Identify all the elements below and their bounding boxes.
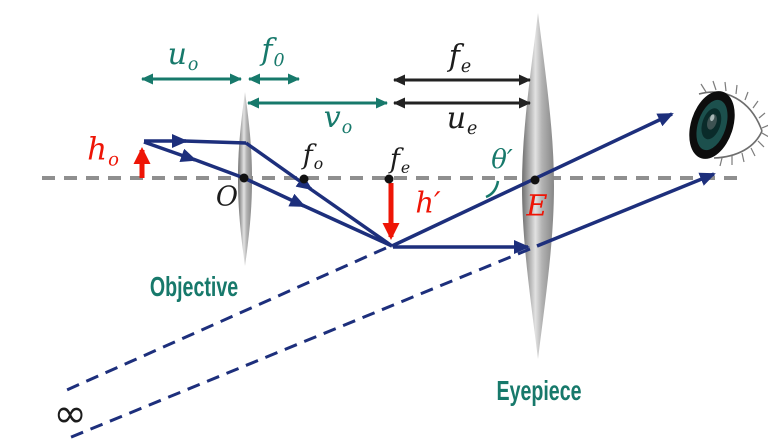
ray-center-to-O (192, 157, 245, 180)
ray-refracted-to-image (307, 186, 394, 248)
f-e-top-label: fe (448, 38, 472, 77)
h-o-label: ho (87, 131, 119, 171)
point-f-o (299, 174, 309, 184)
ray-parallel-to-lens (183, 139, 247, 145)
ray-center-after-O (243, 176, 306, 208)
point-O (239, 173, 249, 183)
ray-exit-parallel (536, 172, 716, 248)
angle-arc (485, 180, 500, 199)
eyepiece-lens (522, 13, 554, 359)
ray-center-to-image (301, 203, 393, 248)
v-o-label: vo (323, 99, 353, 138)
virtual-ray-upper (59, 246, 387, 395)
objective-name-label: Objective (149, 271, 239, 302)
f-0-label: f0 (261, 32, 285, 71)
virtual-ray-lower (63, 247, 531, 442)
u-o-label: uo (167, 36, 199, 75)
theta-prime-label: θ′ (491, 145, 513, 175)
eyepiece-name-label: Eyepiece (496, 375, 582, 406)
f-e-axis-label: fe (389, 143, 411, 178)
point-E (530, 175, 540, 185)
infinity-label: ∞ (53, 391, 87, 437)
O-label: O (215, 181, 239, 213)
f-o-axis-label: fo (302, 139, 324, 174)
u-e-label: ue (446, 100, 478, 139)
point-f-e (384, 174, 394, 184)
h-prime-label: h′ (415, 185, 441, 220)
E-label: E (526, 188, 548, 223)
ray-center-segment (143, 140, 197, 162)
eye-icon (689, 80, 768, 167)
